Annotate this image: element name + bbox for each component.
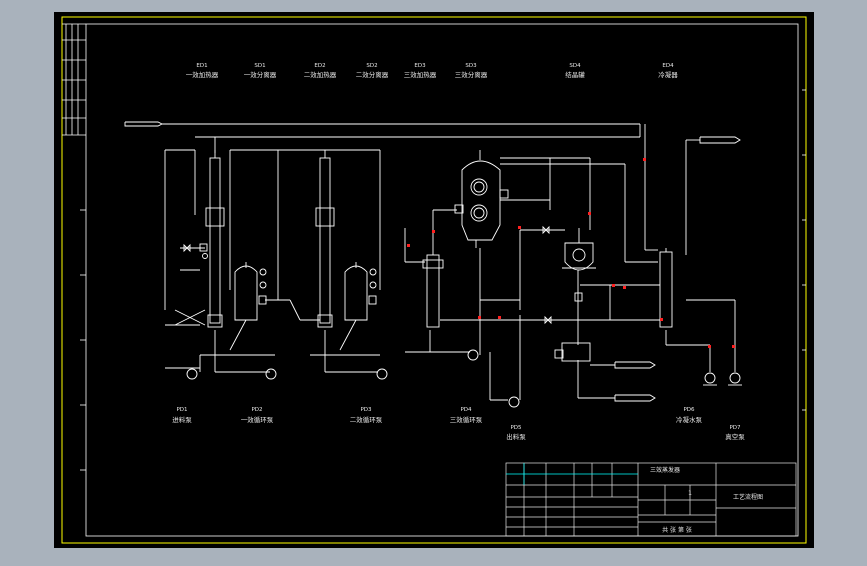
pump-pd2 [265, 368, 277, 380]
ed3-code: ED3 [414, 63, 426, 69]
sd1-code: SD1 [254, 63, 265, 69]
zone-ticks [80, 89, 806, 471]
sd1-name: 一效分离器 [244, 70, 277, 79]
pd1-code: PD1 [176, 407, 187, 413]
pd4-code: PD4 [460, 407, 472, 413]
tb-sheet-row: 共 张 第 张 [662, 526, 692, 534]
pd6-code: PD6 [683, 407, 695, 413]
pd7-name: 真空泵 [725, 432, 745, 441]
title-block: 三效蒸发器 工艺流程图 1 共 张 第 张 [505, 462, 797, 537]
drawing-border [85, 23, 799, 537]
sd2-name: 二效分离器 [356, 70, 389, 79]
equipment-labels-top: ED1 一效加热器 SD1 一效分离器 ED2 二效加热器 SD2 二效分离器 … [186, 63, 679, 79]
drawing-canvas [54, 12, 814, 548]
pd4-name: 三效循环泵 [450, 415, 483, 424]
condenser [659, 248, 673, 328]
pipe-network [124, 121, 741, 402]
sheet-border [61, 16, 807, 544]
pd3-name: 二效循环泵 [350, 415, 383, 424]
ed2-code: ED2 [314, 63, 325, 69]
effect-3-separator [454, 150, 509, 248]
valves [183, 225, 552, 325]
pump-pd3 [376, 368, 388, 380]
ed3-name: 三效加热器 [404, 70, 437, 79]
tb-count-value: 1 [688, 490, 692, 497]
sd3-code: SD3 [465, 63, 477, 69]
valve-markers [407, 158, 735, 348]
ed4-code: ED4 [662, 63, 674, 69]
ed1-code: ED1 [196, 63, 207, 69]
crystallizer-tank [554, 228, 596, 362]
effect-2-heater [315, 150, 335, 328]
sd4-name: 结晶罐 [565, 70, 585, 79]
effect-1-heater [205, 150, 225, 328]
pd2-code: PD2 [251, 407, 262, 413]
pump-pd5 [508, 396, 520, 408]
tb-title: 工艺流程图 [733, 493, 763, 501]
effect-3-heater [422, 254, 444, 328]
pd3-code: PD3 [360, 407, 372, 413]
pd2-name: 一效循环泵 [241, 415, 274, 424]
pd5-code: PD5 [510, 425, 522, 431]
tb-project: 三效蒸发器 [650, 466, 680, 474]
binding-strip [62, 23, 86, 136]
pump-pd6 [704, 372, 716, 384]
equipment-labels-bottom: PD1 进料泵 PD2 一效循环泵 PD3 二效循环泵 PD4 三效循环泵 PD… [172, 407, 745, 441]
effect-1-separator [229, 262, 267, 351]
sd2-code: SD2 [366, 63, 377, 69]
pd7-code: PD7 [729, 425, 741, 431]
pumps [186, 349, 742, 408]
sd3-name: 三效分离器 [455, 70, 488, 79]
pd5-name: 出料泵 [506, 432, 526, 441]
pd6-name: 冷凝水泵 [676, 415, 703, 424]
sd4-code: SD4 [569, 63, 581, 69]
ed2-name: 二效加热器 [304, 70, 337, 79]
effect-2-separator [339, 262, 377, 351]
ed4-name: 冷凝器 [658, 70, 678, 79]
pump-pd4 [467, 349, 479, 361]
ed1-name: 一效加热器 [186, 70, 219, 79]
pd1-name: 进料泵 [172, 415, 192, 424]
pump-pd1 [186, 368, 198, 380]
pump-pd7 [729, 372, 741, 384]
